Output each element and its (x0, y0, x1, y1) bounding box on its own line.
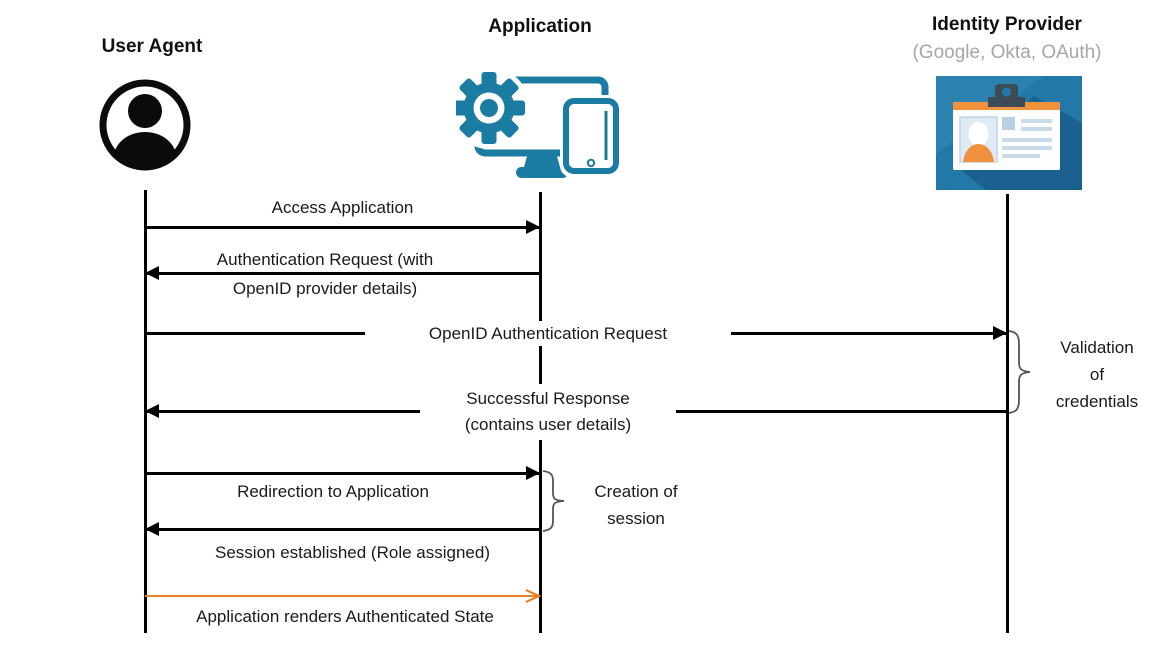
annotation-validation-line2: of (1089, 365, 1105, 384)
arrow-authentication-request (145, 266, 540, 280)
id-card-icon (936, 76, 1082, 190)
actor-title-user-agent: User Agent (101, 36, 203, 57)
user-avatar-icon (99, 79, 191, 171)
arrowhead-left-icon (145, 266, 159, 280)
message-label-successful-response-line1: Successful Response (466, 389, 630, 408)
curly-brace-icon (1008, 330, 1031, 414)
arrowhead-right-icon (993, 326, 1007, 340)
annotation-creation-line2: session (607, 509, 665, 528)
arrow-access-application (145, 220, 540, 234)
arrowhead-right-icon (526, 220, 540, 234)
arrow-session-established (145, 522, 540, 536)
message-label-application-renders-authenticated-state: Application renders Authenticated State (196, 607, 494, 626)
application-devices-icon (456, 68, 622, 178)
arrowhead-right-icon (526, 466, 540, 480)
annotation-creation-of-session: Creation of session (578, 478, 694, 532)
message-label-access-application: Access Application (271, 198, 414, 217)
actor-subtitle-identity-provider: (Google, Okta, OAuth) (912, 42, 1102, 63)
actor-title-application: Application (488, 16, 592, 37)
lifeline-identity-provider (1005, 194, 1009, 633)
message-label-successful-response: Successful Response (contains user detai… (420, 384, 676, 440)
arrowhead-left-icon (145, 522, 159, 536)
arrowhead-left-icon (145, 404, 159, 418)
annotation-validation-line3: credentials (1055, 392, 1139, 411)
annotation-creation-line1: Creation of (594, 482, 678, 501)
message-label-openid-authentication-request: OpenID Authentication Request (365, 321, 731, 346)
message-label-successful-response-line2: (contains user details) (464, 415, 632, 434)
actor-title-identity-provider: Identity Provider (932, 14, 1082, 35)
arrow-redirection-to-application (145, 466, 540, 480)
message-label-session-established: Session established (Role assigned) (215, 543, 490, 562)
message-label-redirection-to-application: Redirection to Application (237, 482, 429, 501)
annotation-validation-line1: Validation (1060, 338, 1134, 357)
curly-brace-icon (542, 470, 565, 532)
annotation-validation-of-credentials: Validation of credentials (1038, 334, 1156, 415)
message-label-authentication-request-line2: OpenID provider details) (232, 279, 418, 298)
message-label-authentication-request-line1: Authentication Request (with (216, 250, 434, 269)
arrow-application-renders-authenticated-state (145, 589, 542, 603)
